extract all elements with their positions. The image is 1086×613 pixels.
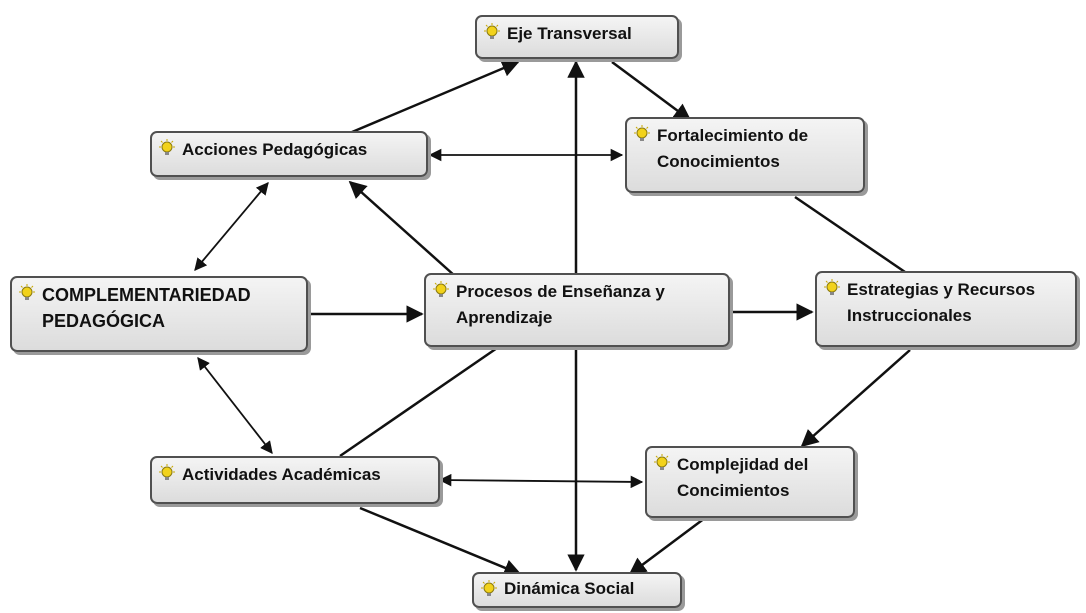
edge-actividades-dinamica: [359, 506, 522, 577]
edge-estrategias-complejidad: [800, 349, 911, 448]
lightbulb-icon: [654, 454, 670, 470]
edge-fortalecimiento-estrategias: [794, 195, 906, 274]
node-procesos[interactable]: Procesos de Enseñanza y Aprendizaje: [424, 273, 730, 347]
lightbulb-icon: [634, 125, 650, 141]
lightbulb-icon: [159, 464, 175, 480]
edge-acciones-complementariedad: [194, 182, 269, 271]
node-label: Dinámica Social: [504, 579, 635, 598]
node-label: Acciones Pedagógicas: [182, 140, 368, 159]
lightbulb-icon: [433, 281, 449, 297]
edge-complementariedad-actividades: [197, 357, 273, 454]
node-label: Eje Transversal: [507, 24, 632, 43]
edge-actividades-complejidad: [438, 473, 644, 489]
node-fortalecimiento[interactable]: Fortalecimiento de Conocimientos: [625, 117, 865, 193]
node-label: Actividades Académicas: [182, 465, 381, 484]
edge-procesos-acciones: [348, 180, 456, 277]
edge-eje-fortalecimiento: [611, 60, 692, 122]
lightbulb-icon: [159, 139, 175, 155]
node-eje-transversal[interactable]: Eje Transversal: [475, 15, 679, 59]
lightbulb-icon: [484, 23, 500, 39]
edge-complejidad-dinamica: [628, 516, 706, 576]
node-actividades[interactable]: Actividades Académicas: [150, 456, 440, 504]
node-estrategias[interactable]: Estrategias y Recursos Instruccionales: [815, 271, 1077, 347]
node-dinamica-social[interactable]: Dinámica Social: [472, 572, 682, 608]
node-complementariedad[interactable]: COMPLEMENTARIEDAD PEDAGÓGICA: [10, 276, 308, 352]
edge-procesos-actividades: [339, 344, 501, 458]
lightbulb-icon: [19, 284, 35, 300]
lightbulb-icon: [481, 580, 497, 596]
node-label: COMPLEMENTARIEDAD PEDAGÓGICA: [42, 285, 251, 331]
lightbulb-icon: [824, 279, 840, 295]
node-label: Estrategias y Recursos Instruccionales: [847, 280, 1036, 325]
node-complejidad[interactable]: Complejidad del Concimientos: [645, 446, 855, 518]
node-label: Complejidad del Concimientos: [677, 455, 809, 500]
node-acciones-pedagogicas[interactable]: Acciones Pedagógicas: [150, 131, 428, 177]
node-label: Fortalecimiento de Conocimientos: [657, 126, 809, 171]
node-label: Procesos de Enseñanza y Aprendizaje: [456, 282, 665, 327]
edge-acciones-eje: [344, 60, 520, 137]
